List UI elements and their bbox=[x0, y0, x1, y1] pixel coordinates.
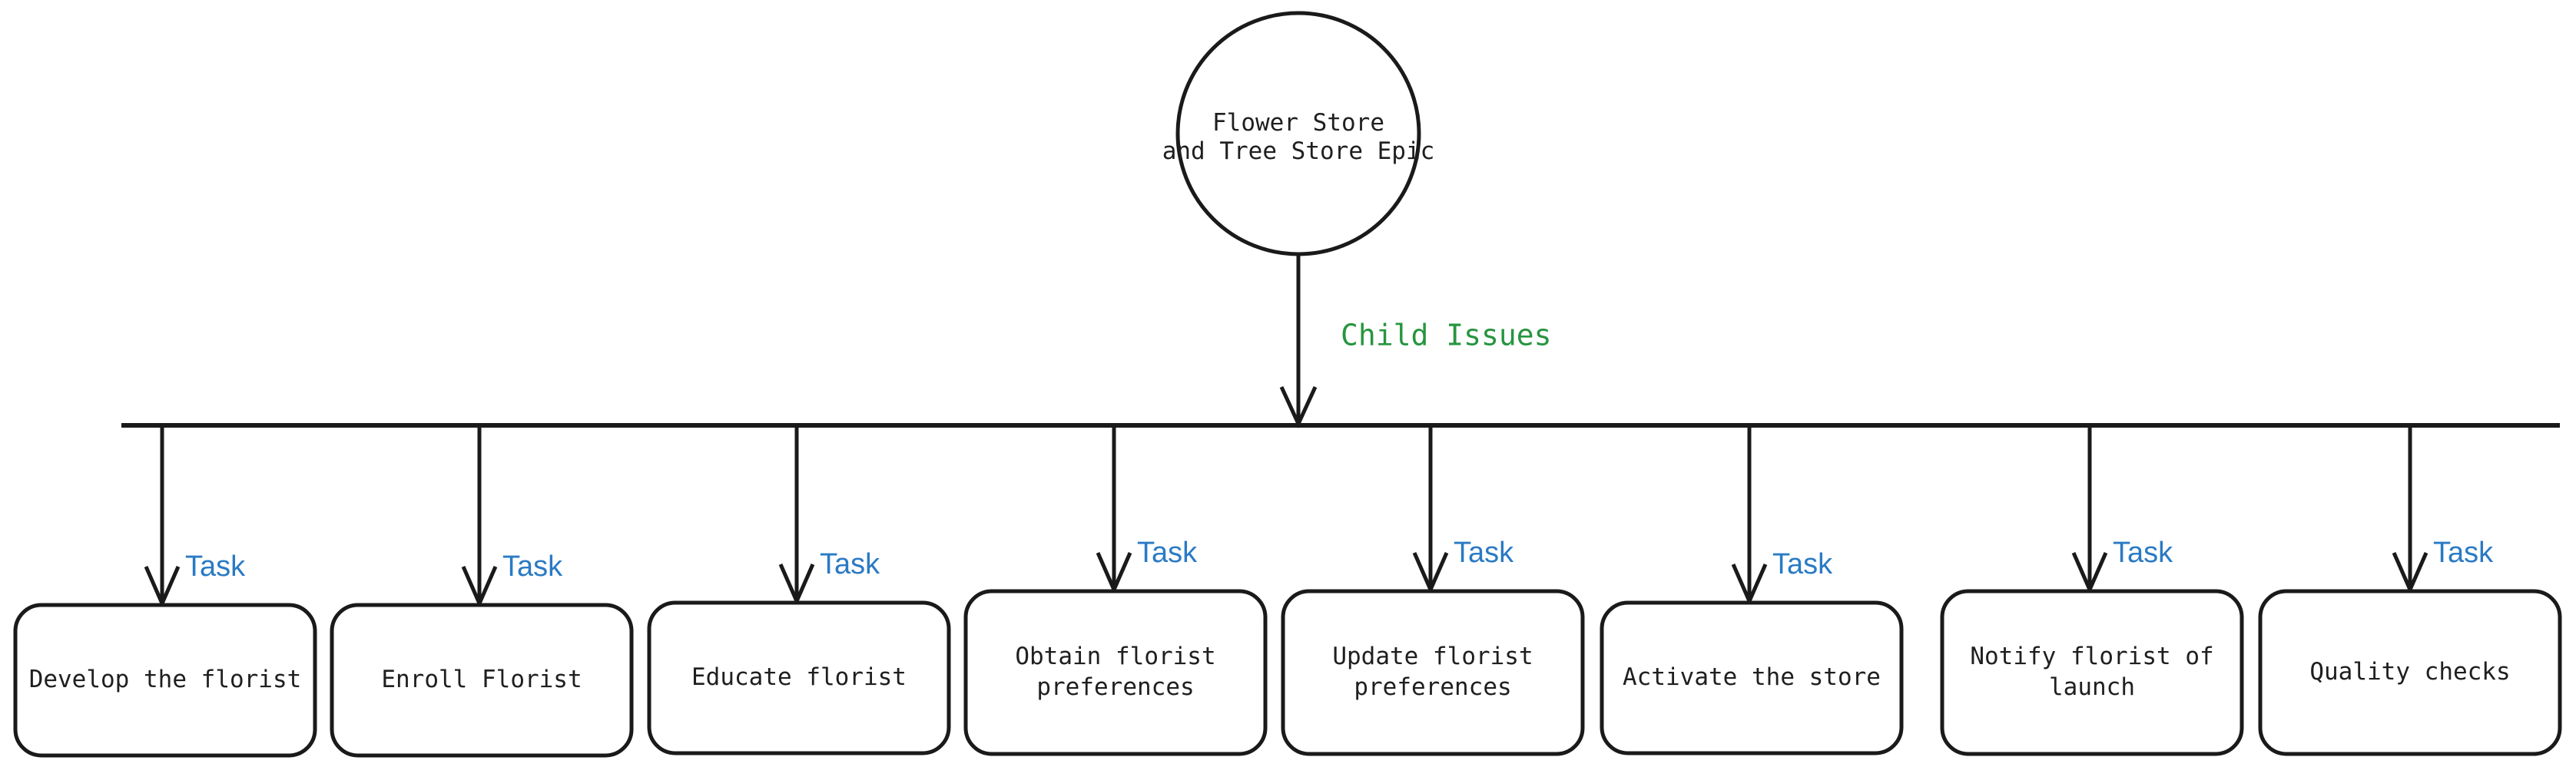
edge-label-task-1: Task bbox=[185, 550, 246, 583]
task-node-label-1: Develop the florist bbox=[29, 666, 302, 693]
task-node-label-8: Quality checks bbox=[2309, 658, 2510, 686]
edge-label-task-3: Task bbox=[820, 548, 880, 580]
task-node-label-6: Activate the store bbox=[1623, 663, 1881, 691]
task-node-label-2: Enroll Florist bbox=[381, 666, 582, 693]
edges-layer bbox=[121, 254, 2560, 609]
task-node-box-1 bbox=[13, 603, 317, 758]
edge-label-task-6: Task bbox=[1772, 548, 1833, 580]
edge-label-task-8: Task bbox=[2433, 537, 2494, 569]
edge-label-task-7: Task bbox=[2113, 537, 2173, 569]
task-node-box-4 bbox=[963, 589, 1268, 756]
task-node[interactable]: Develop the florist bbox=[13, 603, 317, 758]
task-node-box-8 bbox=[2258, 589, 2562, 756]
task-node-label-3: Educate florist bbox=[691, 663, 907, 691]
task-node[interactable]: Enroll Florist bbox=[330, 603, 634, 758]
epic-node-circle bbox=[1175, 11, 1421, 256]
task-node-box-2 bbox=[330, 603, 634, 758]
task-node[interactable]: Activate the store bbox=[1600, 600, 1904, 755]
edge-label-task-5: Task bbox=[1454, 537, 1514, 569]
task-node-box-5 bbox=[1281, 589, 1585, 756]
task-node-box-7 bbox=[1940, 589, 2244, 756]
edge-label-child-issues: Child Issues bbox=[1341, 319, 1552, 352]
task-node-box-6 bbox=[1600, 600, 1904, 755]
edge-label-task-2: Task bbox=[502, 550, 563, 583]
task-node-box-3 bbox=[647, 600, 951, 755]
task-node[interactable]: Educate florist bbox=[647, 600, 951, 755]
edge-label-task-4: Task bbox=[1137, 537, 1198, 569]
task-node[interactable]: Quality checks bbox=[2258, 589, 2562, 756]
